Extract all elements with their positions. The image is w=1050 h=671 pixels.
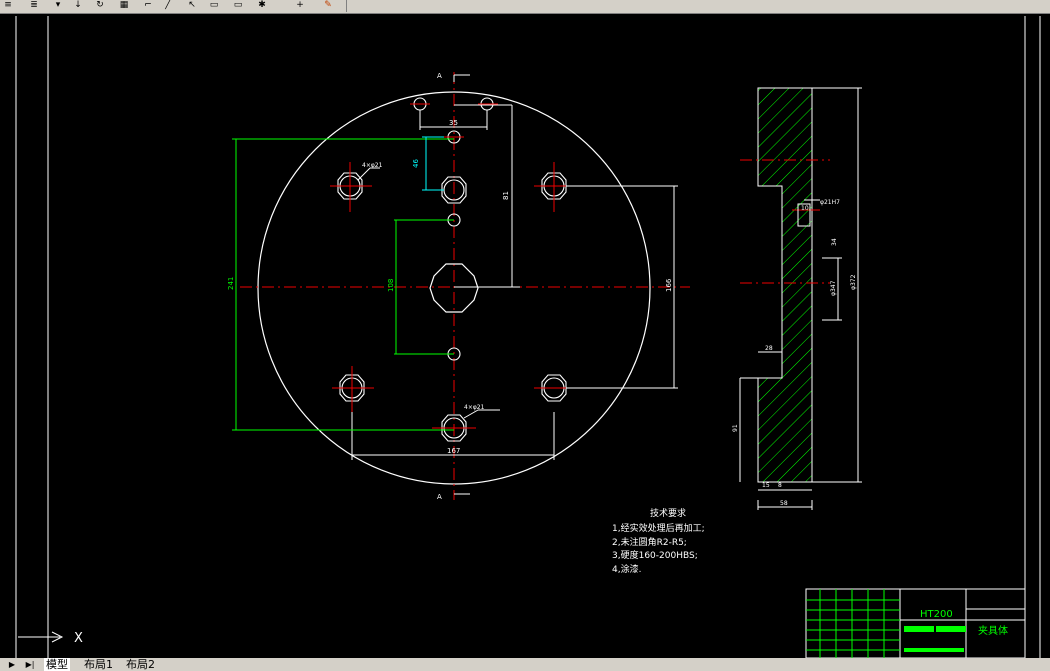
rect-icon[interactable]: ▭ — [209, 0, 219, 10]
hole-note-bottom: 4×φ21 — [464, 404, 485, 411]
section-label-bottom: A — [437, 493, 442, 501]
section-label-top: A — [437, 72, 442, 80]
tech-requirements: 技术要求 1,经实效处理后再加工; 2,未注圆角R2-R5; 3,硬度160-2… — [612, 507, 705, 575]
prev-tab-icon[interactable]: ▶ — [8, 660, 16, 669]
plus-icon[interactable]: + — [296, 0, 304, 10]
paint-icon[interactable]: ✎ — [324, 0, 332, 10]
dim-108: 108 — [387, 279, 395, 292]
side-dim-28: 28 — [765, 345, 773, 352]
side-dim-58: 58 — [780, 500, 788, 507]
drawing-frame — [15, 16, 1041, 658]
hole-note-top: 4×φ21 — [362, 162, 383, 169]
dim-46: 46 — [412, 159, 420, 168]
last-tab-icon[interactable]: ▶| — [25, 660, 35, 669]
side-dim-34: 34 — [831, 238, 838, 246]
line-icon[interactable]: ╱ — [165, 0, 171, 10]
toolbar-panel: ≡ ≣ ▾ ↓ ↻ ▦ ⌐ ╱ ↖ ▭ ▭ ✱ + ✎ — [0, 0, 347, 12]
title-block: HT200 夹具体 — [805, 588, 1026, 658]
layout-tab-bar: ▶ ▶| 模型 布局1 布局2 — [0, 658, 1050, 671]
side-dim-dia2: φ347 — [830, 280, 837, 296]
dim-35: 35 — [449, 119, 458, 127]
dim-167: 167 — [447, 447, 460, 455]
dim-166: 166 — [665, 278, 673, 292]
side-dim-91: 91 — [732, 424, 739, 432]
dim-241: 241 — [227, 277, 235, 290]
tab-model[interactable]: 模型 — [44, 658, 70, 671]
rotate-icon[interactable]: ↻ — [96, 0, 104, 10]
crop-icon[interactable]: ⌐ — [144, 0, 152, 10]
rect2-icon[interactable]: ▭ — [233, 0, 243, 10]
side-dim-8: 8 — [778, 482, 782, 489]
cursor-icon[interactable]: ↖ — [188, 0, 196, 10]
front-view: A A 35 167 4×φ21 4×φ21 81 166 241 108 46 — [227, 72, 690, 501]
toolbar: ≡ ≣ ▾ ↓ ↻ ▦ ⌐ ╱ ↖ ▭ ▭ ✱ + ✎ — [0, 0, 1050, 14]
material-label: HT200 — [920, 609, 953, 620]
star-icon[interactable]: ✱ — [258, 0, 266, 10]
drop-icon[interactable]: ▾ — [55, 0, 61, 10]
side-dim-dia3: φ372 — [850, 274, 857, 290]
ucs-x-label: X — [74, 631, 83, 646]
center-polygon — [429, 263, 479, 313]
drawing-canvas[interactable]: A A 35 167 4×φ21 4×φ21 81 166 241 108 46 — [0, 13, 1050, 658]
dim-81: 81 — [502, 191, 510, 200]
side-dim-dia1: φ21H7 — [820, 199, 840, 206]
tech-item-1: 1,经实效处理后再加工; — [612, 522, 705, 534]
tech-item-3: 3,硬度160-200HBS; — [612, 549, 698, 561]
align-center-icon[interactable]: ≣ — [30, 0, 38, 10]
section-hatch — [757, 87, 813, 483]
block-icon[interactable]: ▦ — [119, 0, 129, 10]
tab-layout2[interactable]: 布局2 — [126, 658, 155, 671]
tech-item-4: 4,涂漆. — [612, 563, 641, 575]
side-dim-10: 10 — [801, 205, 809, 212]
ucs-icon — [18, 631, 64, 643]
tab-layout1[interactable]: 布局1 — [84, 658, 113, 671]
part-name-label: 夹具体 — [978, 624, 1008, 637]
align-icon[interactable]: ≡ — [4, 0, 12, 10]
tech-title: 技术要求 — [650, 507, 686, 519]
tech-item-2: 2,未注圆角R2-R5; — [612, 536, 687, 548]
side-view: 10 φ21H7 28 15 8 58 34 φ347 φ372 91 — [732, 87, 862, 510]
arrow-down-icon[interactable]: ↓ — [74, 0, 82, 10]
side-dim-15: 15 — [762, 482, 770, 489]
